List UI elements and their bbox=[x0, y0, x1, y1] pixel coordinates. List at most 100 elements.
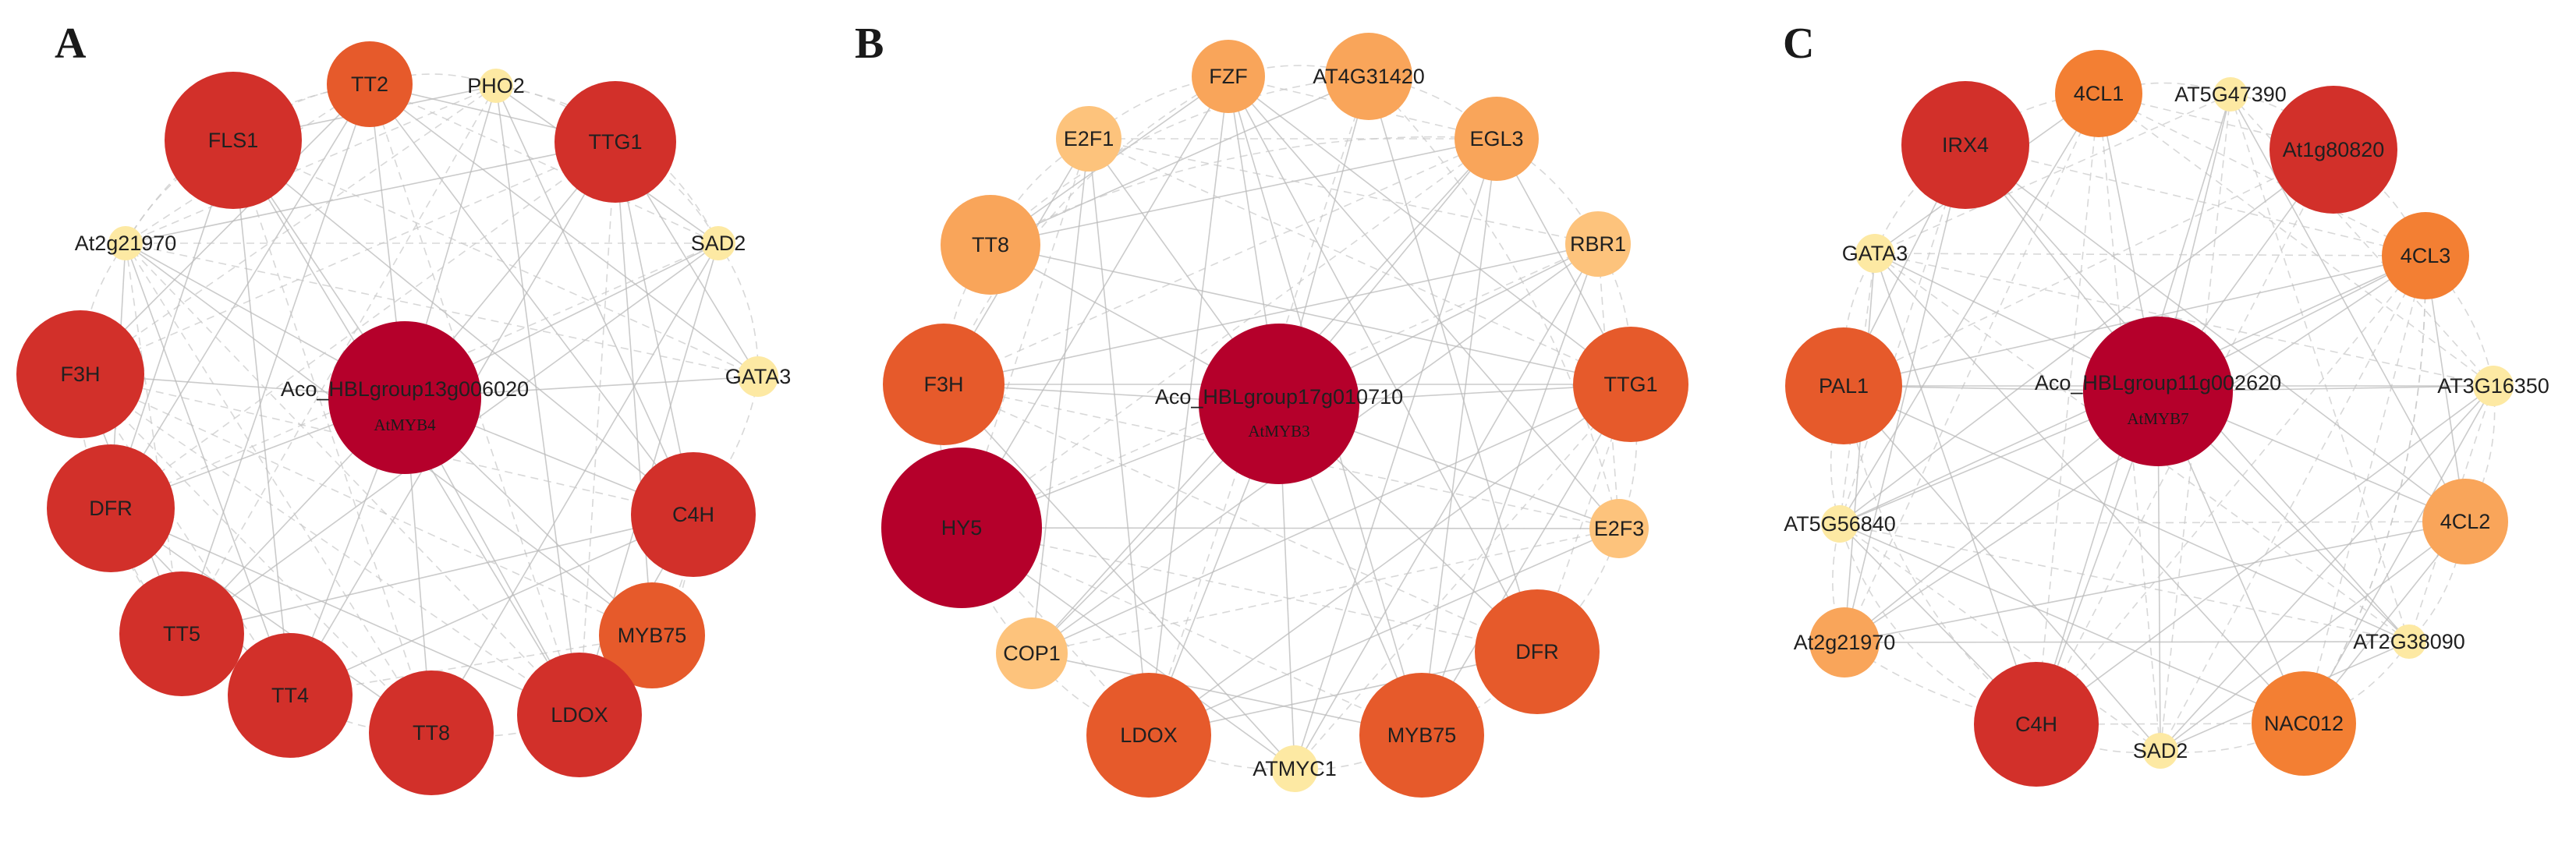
network-edge bbox=[2098, 93, 2426, 256]
gene-node bbox=[517, 653, 642, 777]
network-edge bbox=[1874, 253, 2410, 642]
gene-node bbox=[369, 670, 494, 795]
gene-node bbox=[1271, 745, 1318, 792]
panel-label: B bbox=[855, 19, 884, 68]
network-edge bbox=[369, 83, 694, 515]
network-edge bbox=[181, 83, 370, 635]
network-edge bbox=[110, 242, 719, 509]
network-edge bbox=[2160, 255, 2426, 752]
gene-node bbox=[165, 72, 302, 209]
gene-node-label: NAC012 bbox=[2264, 712, 2344, 735]
gene-node bbox=[2252, 671, 2356, 776]
network-edge bbox=[579, 141, 616, 716]
network-edge bbox=[990, 244, 1632, 385]
gene-node bbox=[883, 324, 1005, 445]
network-edge bbox=[943, 384, 1295, 769]
gene-node-label: C4H bbox=[672, 503, 714, 526]
gene-node-label: C4H bbox=[2015, 713, 2057, 736]
network-edge bbox=[961, 527, 1620, 529]
network-edge bbox=[80, 373, 653, 636]
network-edge bbox=[1844, 253, 1876, 643]
network-edge bbox=[110, 141, 616, 509]
network-edge bbox=[1839, 149, 2334, 525]
hub-node-label: Aco_HBLgroup13g006020 bbox=[281, 377, 529, 401]
gene-node bbox=[1573, 327, 1688, 442]
network-edge bbox=[943, 384, 1538, 653]
network-edge bbox=[1294, 384, 1632, 769]
network-edge bbox=[125, 242, 291, 696]
gene-node bbox=[941, 195, 1040, 295]
network-edge bbox=[289, 514, 694, 696]
gene-node bbox=[1056, 106, 1121, 172]
gene-node bbox=[555, 81, 676, 203]
gene-node-label: DFR bbox=[89, 497, 133, 520]
gene-node-label: AT3G16350 bbox=[2437, 374, 2549, 398]
network-edge bbox=[2303, 255, 2426, 724]
hub-node-sublabel: AtMYB4 bbox=[374, 416, 436, 434]
gene-node bbox=[327, 41, 413, 127]
network-edge bbox=[2303, 255, 2426, 724]
network-edge bbox=[1965, 144, 2466, 522]
gene-node bbox=[1901, 81, 2029, 209]
gene-node-label: TT8 bbox=[972, 233, 1009, 256]
gene-node bbox=[2142, 733, 2178, 769]
gene-node-label: F3H bbox=[60, 363, 100, 386]
gene-node-label: AT5G47390 bbox=[2174, 83, 2287, 106]
gene-node bbox=[108, 226, 143, 260]
network-edge bbox=[1844, 93, 2099, 643]
gene-node-label: E2F1 bbox=[1064, 127, 1114, 150]
gene-node bbox=[631, 452, 756, 577]
gene-node-label: COP1 bbox=[1003, 642, 1061, 665]
network-edge bbox=[495, 85, 694, 515]
gene-node-label: F3H bbox=[923, 373, 963, 396]
gene-node-label: TTG1 bbox=[588, 130, 642, 154]
network-edge bbox=[2098, 93, 2161, 752]
gene-node-label: E2F3 bbox=[1594, 517, 1645, 540]
network-edge bbox=[495, 85, 719, 244]
gene-node-label: TT4 bbox=[271, 684, 309, 707]
network-edge bbox=[1839, 93, 2099, 525]
network-edge bbox=[181, 514, 694, 635]
network-edge bbox=[1843, 385, 2161, 752]
network-edge bbox=[2036, 255, 2426, 725]
network-edge bbox=[1368, 76, 1538, 653]
gene-node-label: At2g21970 bbox=[1794, 631, 1896, 654]
gene-node bbox=[16, 310, 144, 438]
network-edge bbox=[80, 373, 694, 515]
network-edge bbox=[1088, 138, 1632, 385]
gene-node-label: 4CL3 bbox=[2401, 244, 2451, 267]
gene-node-label: AT2G38090 bbox=[2353, 630, 2465, 653]
network-edge bbox=[110, 83, 370, 509]
gene-node bbox=[599, 582, 705, 688]
network-edge bbox=[1148, 384, 1632, 736]
gene-node-label: TT2 bbox=[351, 73, 388, 96]
network-edge bbox=[80, 85, 497, 375]
network-edge bbox=[1148, 651, 1538, 736]
network-edge bbox=[232, 140, 759, 377]
hub-node bbox=[1199, 324, 1359, 484]
network-edge bbox=[1874, 94, 2231, 254]
network-edge bbox=[125, 141, 616, 244]
gene-node-label: SAD2 bbox=[2133, 739, 2188, 762]
gene-node-label: LDOX bbox=[1120, 723, 1178, 747]
network-edge bbox=[1031, 384, 1632, 654]
network-edge bbox=[1839, 521, 2466, 525]
network-edge bbox=[2160, 521, 2466, 752]
network-edge bbox=[961, 527, 1538, 653]
network-edge bbox=[1839, 523, 2410, 642]
network-edge bbox=[232, 140, 694, 515]
gene-node-label: At2g21970 bbox=[75, 232, 177, 255]
network-edge bbox=[110, 508, 580, 716]
gene-node bbox=[996, 617, 1068, 689]
network-edge bbox=[1088, 138, 1599, 245]
gene-node bbox=[1821, 505, 1858, 543]
network-edge bbox=[1832, 523, 1845, 643]
network-edge bbox=[1874, 253, 2305, 724]
gene-node bbox=[119, 571, 244, 696]
network-edge bbox=[943, 243, 1599, 385]
